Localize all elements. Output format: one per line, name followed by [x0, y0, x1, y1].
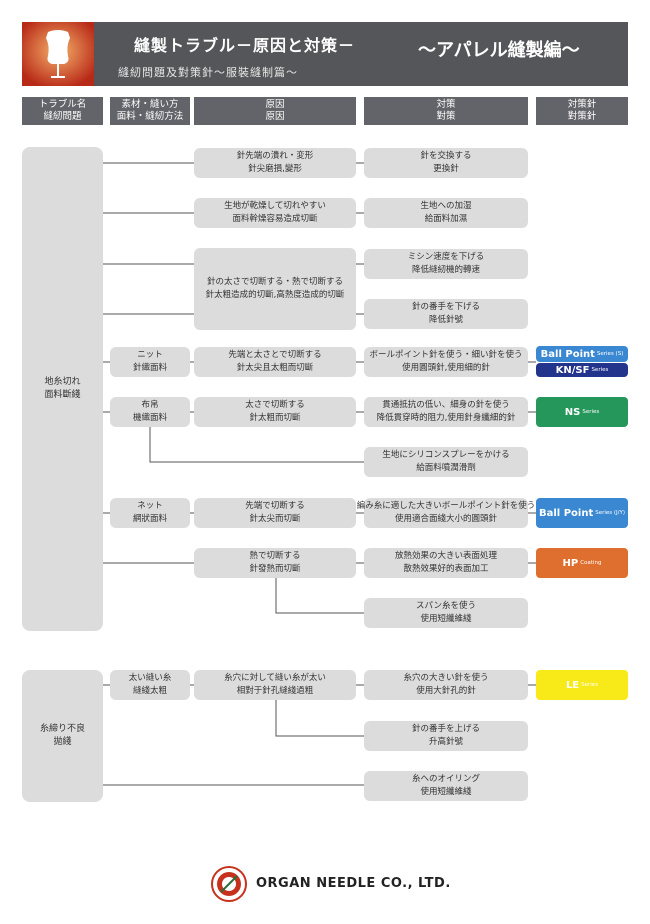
cause-tip-and-thickness: 先端と太さとで切断する針太尖且太粗而切斷 — [194, 347, 356, 377]
material-net: ネット網狀面料 — [110, 498, 190, 528]
cause-heat: 熱で切断する針發熱而切斷 — [194, 548, 356, 578]
page-subtitle: 縫紉問題及對策針～服裝縫制篇～ — [118, 66, 298, 79]
material-knit: ニット針織面料 — [110, 347, 190, 377]
column-header-solution: 対策對策 — [364, 97, 528, 125]
cause-thickness: 太さで切断する針太粗而切斷 — [194, 397, 356, 427]
series-title: ～アパレル縫製編～ — [418, 40, 580, 61]
column-header-needle: 対策針對策針 — [536, 97, 628, 125]
cause-needle-tip-damage: 針先端の潰れ・変形針尖磨損,變形 — [194, 148, 356, 178]
solution-lower-size: 針の番手を下げる降低針號 — [364, 299, 528, 329]
solution-large-ballpoint: 編み糸に適した大きいボールポイント針を使う使用適合面綫大小的圓頭針 — [357, 498, 535, 528]
solution-reduce-speed: ミシン速度を下げる降低縫紉機的轉速 — [364, 249, 528, 279]
material-thick-thread: 太い縫い糸縫綫太粗 — [110, 670, 190, 700]
solution-raise-size: 針の番手を上げる升高針號 — [364, 721, 528, 751]
page-title: 縫製トラブル－原因と対策－ — [134, 36, 356, 55]
column-header-material: 素材・縫い方面料・縫紉方法 — [110, 97, 190, 125]
material-woven: 布帛機織面料 — [110, 397, 190, 427]
solution-large-eye: 糸穴の大きい針を使う使用大針孔的針 — [364, 670, 528, 700]
company-name: ORGAN NEEDLE CO., LTD. — [256, 876, 451, 891]
dress-form-logo — [22, 22, 94, 86]
solution-heat-dissipation: 放熱効果の大きい表面処理散熱效果好的表面加工 — [364, 548, 528, 578]
cause-thickness-heat: 針の太さで切断する・熱で切断する針太粗造成的切斷,高熱度造成的切斷 — [194, 248, 356, 330]
column-header-trouble: トラブル名縫紉問題 — [22, 97, 103, 125]
solution-ballpoint-fine: ボールポイント針を使う・細い針を使う使用圓頭針,使用細的針 — [364, 347, 528, 377]
trouble-poor-tension: 糸締り不良拋綫 — [22, 670, 103, 802]
solution-spun-thread: スパン糸を使う使用短纖維綫 — [364, 598, 528, 628]
solution-replace-needle: 針を交換する更換針 — [364, 148, 528, 178]
solution-oiling: 糸へのオイリング使用短纖維綫 — [364, 771, 528, 801]
cause-tip: 先端で切断する針太尖而切斷 — [194, 498, 356, 528]
cause-dry-fabric: 生地が乾燥して切れやすい面料幹燥容易造成切斷 — [194, 198, 356, 228]
solution-slim-needle: 貫通抵抗の低い、細身の針を使う降低貫穿時的阻力,使用針身纖細的針 — [364, 397, 528, 427]
cause-thread-too-thick: 糸穴に対して縫い糸が太い相對于針孔縫綫過粗 — [194, 670, 356, 700]
solution-humidify: 生地への加湿給面料加濕 — [364, 198, 528, 228]
title-banner — [22, 22, 628, 86]
trouble-thread-breakage: 地糸切れ面料斷綫 — [22, 147, 103, 631]
column-header-cause: 原因原因 — [194, 97, 356, 125]
organ-needle-logo — [211, 866, 247, 902]
solution-silicone-spray: 生地にシリコンスプレーをかける給面料噴潤滑劑 — [364, 447, 528, 477]
